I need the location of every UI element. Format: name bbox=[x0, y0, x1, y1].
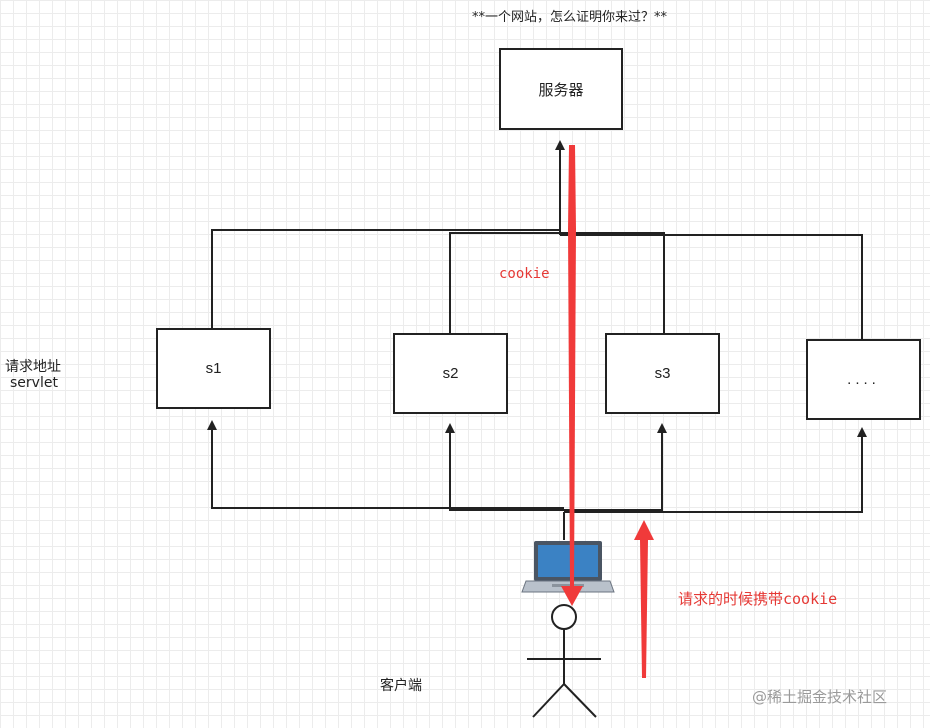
servlet-box-s3: s3 bbox=[605, 333, 720, 414]
bus-s1 bbox=[207, 420, 564, 509]
servlet-box-s1: s1 bbox=[156, 328, 271, 409]
server-box: 服务器 bbox=[499, 48, 623, 130]
bus-more bbox=[564, 427, 867, 513]
servlet-label-s1: s1 bbox=[205, 360, 222, 377]
more-to-server-line bbox=[560, 234, 863, 340]
server-label: 服务器 bbox=[538, 81, 584, 99]
servlet-box-s2: s2 bbox=[393, 333, 508, 414]
s2-to-server-line bbox=[449, 232, 665, 334]
servlet-label-s3: s3 bbox=[654, 365, 671, 382]
cookie-label: cookie bbox=[499, 266, 550, 282]
client-label: 客户端 bbox=[380, 678, 422, 694]
server-connectors bbox=[211, 140, 863, 340]
bus-s2 bbox=[445, 423, 564, 511]
servlet-label-s2: s2 bbox=[442, 365, 459, 382]
diagram-title: **一个网站，怎么证明你来过？** bbox=[472, 10, 668, 25]
watermark: @稀土掘金技术社区 bbox=[752, 688, 888, 706]
request-cookie-label: 请求的时候携带cookie bbox=[678, 590, 838, 608]
client-stick-figure bbox=[527, 604, 601, 718]
red-cookie-arrow-down bbox=[561, 145, 583, 606]
client-connectors bbox=[207, 420, 867, 540]
laptop-icon bbox=[521, 541, 615, 593]
s1-to-server-line bbox=[211, 229, 560, 330]
side-label-line1: 请求地址 bbox=[5, 359, 61, 375]
red-request-arrow-up bbox=[634, 520, 654, 678]
servlet-label-more: .... bbox=[847, 371, 880, 388]
servlet-box-more: .... bbox=[806, 339, 921, 420]
bus-s3 bbox=[564, 423, 667, 511]
side-label-line2: servlet bbox=[10, 375, 58, 391]
